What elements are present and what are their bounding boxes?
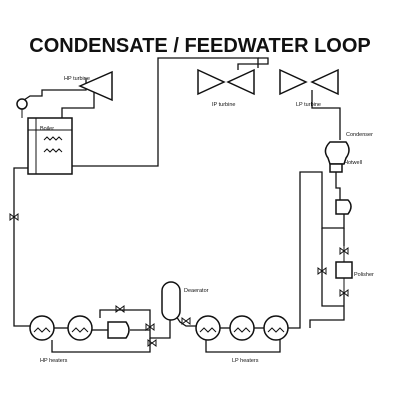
hp-drain-pipe bbox=[51, 338, 151, 353]
valve-icon bbox=[9, 213, 19, 221]
hp-heaters-label: HP heaters bbox=[40, 358, 68, 364]
hp-heaters bbox=[29, 315, 93, 341]
valve-icon bbox=[317, 247, 349, 297]
boiler-label: Boiler bbox=[40, 126, 54, 132]
lp-to-deaerator bbox=[175, 315, 198, 327]
hp-turbine bbox=[78, 70, 113, 102]
deaerator-outlet bbox=[149, 320, 171, 339]
crossover-pipe bbox=[237, 57, 269, 70]
deaerator-label: Deaerator bbox=[184, 288, 209, 294]
boiler-icon bbox=[16, 98, 73, 175]
turbine-icon bbox=[226, 68, 255, 96]
hotwell-label: Hotwell bbox=[344, 160, 362, 166]
heater-icon bbox=[195, 315, 221, 341]
hp-heater-bypass bbox=[99, 309, 151, 330]
valve-icon bbox=[115, 305, 157, 347]
hotwell-outlet-pipe bbox=[335, 170, 341, 200]
heater-icon bbox=[29, 315, 55, 341]
condenser-label: Condenser bbox=[346, 132, 373, 138]
hp-turbine-label: HP turbine bbox=[64, 76, 90, 82]
turbine-icon bbox=[78, 70, 113, 102]
ip-turbine-label: IP turbine bbox=[212, 102, 235, 108]
heater-icon bbox=[67, 315, 93, 341]
lp-heaters bbox=[195, 315, 289, 341]
condensate-main-pipe bbox=[299, 171, 345, 320]
valve-icon bbox=[181, 317, 191, 325]
turbine-icon bbox=[197, 68, 226, 96]
turbine-icon bbox=[310, 68, 339, 96]
lp-turbine-label: LP turbine bbox=[296, 102, 321, 108]
reheat-pipe bbox=[72, 57, 259, 167]
tank-icon bbox=[161, 281, 181, 321]
feedwater-return-pipe bbox=[13, 167, 30, 327]
hp-exhaust-pipe bbox=[61, 92, 95, 118]
diagram-title: CONDENSATE / FEEDWATER LOOP bbox=[29, 35, 371, 57]
lp-heaters-label: LP heaters bbox=[232, 358, 259, 364]
polisher-bypass-pipe bbox=[321, 228, 344, 307]
polisher-label: Polisher bbox=[354, 272, 374, 278]
lp-exhaust-pipe bbox=[311, 90, 341, 140]
ip-turbine bbox=[197, 68, 255, 96]
pump-icon bbox=[107, 321, 130, 339]
heater-icon bbox=[229, 315, 255, 341]
lp-drain-pipe bbox=[205, 340, 281, 353]
condenser-icon bbox=[324, 141, 350, 173]
lp-heater-inlet bbox=[284, 320, 301, 329]
turbine-icon bbox=[279, 68, 308, 96]
pump-icon bbox=[335, 199, 352, 215]
polisher-icon bbox=[335, 246, 353, 292]
lp-turbine bbox=[279, 68, 339, 96]
heater-icon bbox=[263, 315, 289, 341]
